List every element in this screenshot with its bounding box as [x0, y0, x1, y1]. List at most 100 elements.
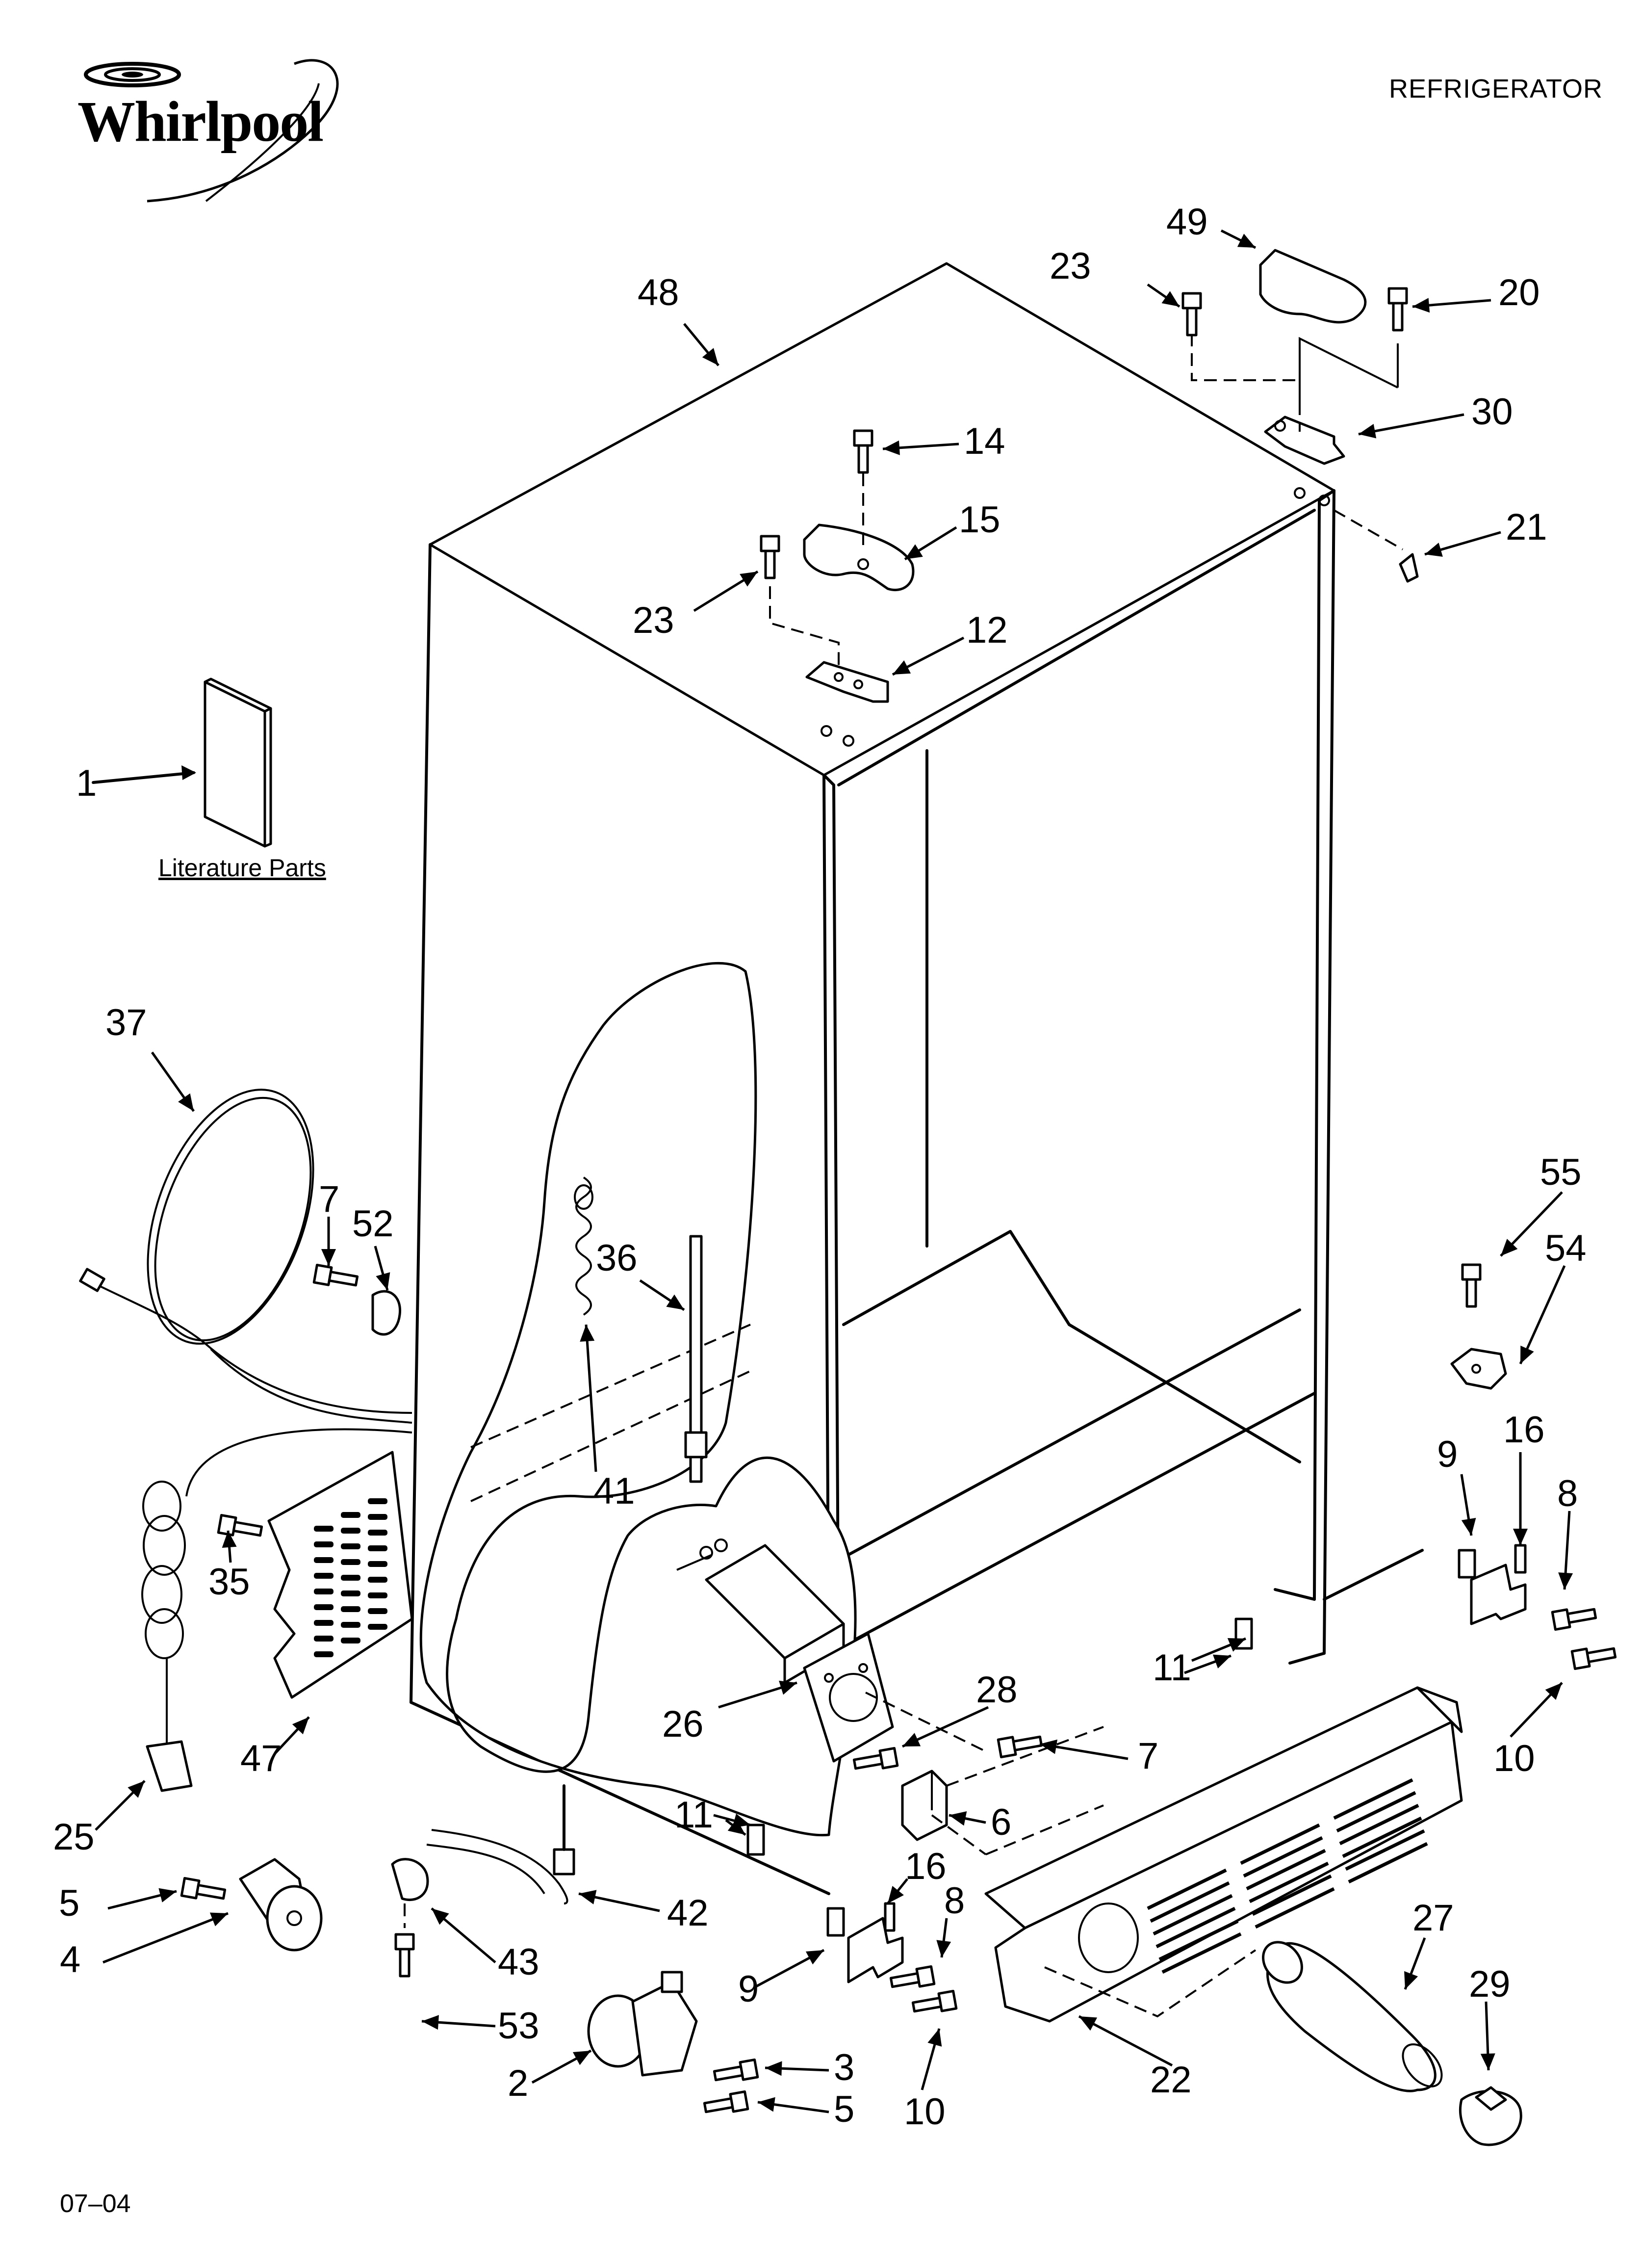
vent-slot [314, 1620, 334, 1626]
arrowhead [1412, 298, 1430, 313]
vent-slot [314, 1557, 334, 1563]
grille-slot [1240, 1823, 1320, 1865]
callout-28: 28 [976, 1669, 1018, 1711]
hinge-bracket-16-left [826, 1902, 904, 1983]
arrowhead [1161, 291, 1180, 307]
callout-16: 16 [1503, 1409, 1545, 1451]
callout-42: 42 [667, 1892, 709, 1934]
literature-booklet [92, 678, 272, 848]
callout-10: 10 [1493, 1738, 1535, 1779]
vent-slot [368, 1624, 387, 1630]
callout-9: 9 [738, 1968, 759, 2010]
callout-21: 21 [1506, 506, 1547, 548]
callout-labels: 1 48 49 23 20 30 21 14 15 23 12 37 7 52 … [53, 201, 1587, 2133]
arrowhead [1461, 1518, 1476, 1536]
arrowhead [572, 2051, 591, 2065]
callout-10: 10 [904, 2091, 946, 2133]
whirlpool-logo: Whirlpool [59, 54, 358, 211]
screw-icon [911, 1989, 958, 2013]
vent-slot [341, 1590, 360, 1596]
arrowhead [1227, 1638, 1246, 1652]
callout-11: 11 [1153, 1647, 1191, 1689]
arrowhead [805, 1950, 824, 1965]
screw-icon [997, 1735, 1043, 1759]
vent-slot [341, 1575, 360, 1581]
callout-11: 11 [674, 1794, 713, 1836]
screw-icon [180, 1877, 227, 1900]
vent-slot [341, 1512, 360, 1518]
grille-slot [1153, 1894, 1233, 1936]
arrowhead [1404, 1971, 1418, 1989]
leader-line [1078, 2015, 1173, 2067]
callout-23: 23 [1050, 245, 1091, 287]
grille-slot [1252, 1874, 1332, 1916]
callout-5: 5 [834, 2088, 854, 2130]
callout-22: 22 [1150, 2059, 1192, 2101]
callout-8: 8 [944, 1880, 965, 1922]
arrowhead [949, 1811, 967, 1826]
callout-53: 53 [498, 2005, 539, 2047]
arrowhead [1501, 1239, 1518, 1256]
grille-slot [1333, 1778, 1413, 1820]
screw-icon [312, 1263, 359, 1287]
callout-2: 2 [508, 2062, 528, 2104]
callout-27: 27 [1412, 1897, 1454, 1939]
top-hinge-right [1191, 249, 1419, 583]
callout-7: 7 [1138, 1735, 1158, 1777]
arrowhead [580, 1325, 595, 1342]
callout-5: 5 [59, 1882, 79, 1924]
vent-slot [341, 1606, 360, 1612]
cover-plate-47 [267, 1451, 413, 1699]
screw-icon [703, 2090, 749, 2113]
arrowhead [765, 2061, 782, 2076]
screw-icon [1181, 292, 1202, 337]
arrowhead [1079, 2016, 1098, 2031]
vent-slot [368, 1530, 387, 1536]
screw-icon [1387, 287, 1408, 332]
callout-49: 49 [1166, 201, 1208, 243]
callout-3: 3 [834, 2047, 854, 2088]
callout-26: 26 [662, 1703, 704, 1745]
callout-43: 43 [498, 1941, 539, 1983]
arrowhead [927, 2029, 942, 2047]
callout-47: 47 [240, 1738, 282, 1779]
bracket-6 [901, 1770, 948, 1841]
vent-slot [341, 1543, 360, 1549]
screw-icon [760, 535, 780, 579]
arrowhead [727, 1819, 745, 1835]
rod-36 [684, 1235, 708, 1483]
callout-14: 14 [964, 420, 1005, 462]
vent-slot [368, 1498, 387, 1504]
grille-slot [1155, 1906, 1236, 1949]
screw-icon [853, 429, 873, 474]
callout-36: 36 [596, 1237, 638, 1279]
vent-slot [314, 1541, 334, 1547]
assembly-guides [865, 1692, 1104, 1855]
screw-icon [1461, 1263, 1482, 1308]
arrowhead [936, 1940, 951, 1957]
drain-tube-42 [426, 1784, 575, 1904]
vent-slot [368, 1514, 387, 1520]
callout-41: 41 [593, 1470, 635, 1512]
vent-slot [341, 1559, 360, 1565]
vent-slot [368, 1545, 387, 1551]
callout-30: 30 [1471, 391, 1513, 433]
callout-35: 35 [208, 1561, 250, 1603]
arrowhead [1545, 1683, 1562, 1700]
revision-code: 07–04 [60, 2190, 131, 2218]
screw-icon [889, 1965, 936, 1988]
vent-slot [341, 1638, 360, 1643]
arrowhead [209, 1912, 228, 1927]
arrowhead [432, 1908, 449, 1925]
callout-12: 12 [966, 609, 1008, 651]
arrowhead [740, 572, 758, 587]
power-cord-25 [141, 1343, 412, 1792]
callout-23: 23 [633, 600, 674, 641]
arrowhead [1520, 1345, 1534, 1364]
vent-slot [314, 1526, 334, 1532]
bracket-54 [1450, 1348, 1507, 1390]
arrowhead [902, 1733, 921, 1747]
arrowhead [579, 1890, 597, 1904]
callout-9: 9 [1437, 1434, 1458, 1475]
